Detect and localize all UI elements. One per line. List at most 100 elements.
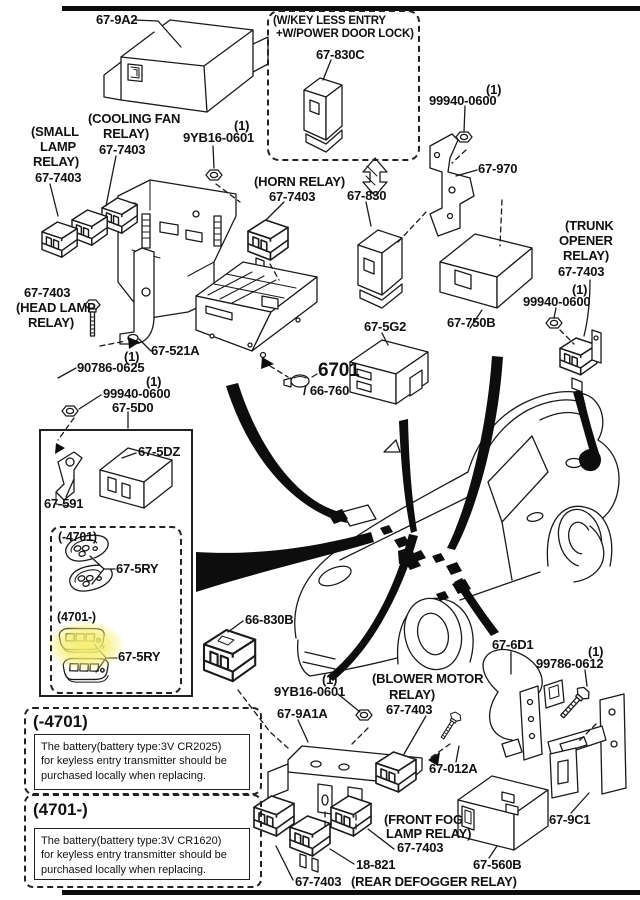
label-horn-relay: (HORN RELAY) [254,174,346,189]
label-9yb16-0601-a: 9YB16-0601 [183,130,254,145]
label-small-lamp-pn: 67-7403 [35,170,82,185]
label-18-821: 18-821 [356,857,396,872]
label-blower-1: (BLOWER MOTOR [372,671,484,686]
label-qty-9yb16-a: (1) [234,118,250,133]
keyfob-variants-box [50,526,182,694]
label-67-5DZ: 67-5DZ [138,444,181,459]
label-67-5G2: 67-5G2 [364,319,407,334]
label-cooling-pn: 67-7403 [99,142,146,157]
label-67-521A: 67-521A [151,343,200,358]
label-67-560B: 67-560B [473,857,522,872]
part-drawing-67-560B [457,775,549,851]
part-drawing-front-fog-relay [330,795,372,837]
note-inner-late [34,828,250,880]
leader-lines [49,19,591,881]
label-67-591: 67-591 [44,496,84,511]
label-67-5RY-a: 67-5RY [116,561,159,576]
label-blower-pn: 67-7403 [386,702,433,717]
part-drawing-67-9C1 [547,693,627,799]
part-drawing-67-5DZ [99,447,173,509]
label-66-830B: 66-830B [245,612,294,627]
part-drawing-67-970 [429,133,475,237]
label-6701: 6701 [318,360,360,381]
part-drawing-fuse-box [195,261,318,359]
label-qty-99940-a: (1) [486,82,502,97]
part-drawing-66-830B [202,628,257,683]
part-drawing-67-5G2 [349,339,429,405]
part-drawing-67-591 [55,451,83,507]
label-trunk-3: RELAY) [563,248,609,263]
box-67-5D0 [39,429,193,697]
label-range-late-fob: (4701-) [57,610,96,624]
label-67-6D1: 67-6D1 [492,637,534,652]
label-fog-pn: 67-7403 [397,840,444,855]
part-drawing-67-6D1 [482,648,565,761]
label-range-early-fob: (-4701) [58,530,97,544]
note-range-early: (-4701) [33,712,88,731]
label-defog: (REAR DEFOGGER RELAY) [351,874,517,889]
label-67-9C1: 67-9C1 [549,812,591,827]
label-67-9A2: 67-9A2 [96,12,138,27]
label-qty-99786: (1) [588,644,604,659]
label-small-lamp-1: (SMALL [31,124,79,139]
label-trunk-1: (TRUNK [565,218,614,233]
label-small-lamp-2: LAMP [40,139,77,154]
part-drawing-18-821-relay [289,815,331,873]
label-99940-0600-a: 99940-0600 [429,93,497,108]
label-66-760: / 66-760 [303,383,350,398]
part-drawing-67-830C [303,77,343,153]
label-headlamp-pn: 67-7403 [24,285,71,300]
label-qty-90786: (1) [124,349,140,364]
label-qty-9yb16-b: (1) [322,672,338,687]
label-headlamp-2: RELAY) [28,315,74,330]
bulb-icon [283,374,310,388]
label-qty-99940-b: (1) [572,282,588,297]
note-box-late [24,794,262,888]
label-keyless-1: (W/KEY LESS ENTRY [273,15,386,27]
label-small-lamp-3: RELAY) [33,154,79,169]
note-text-late: The battery(battery type:3V CR1620) for … [41,835,227,876]
label-67-830C: 67-830C [316,47,365,62]
part-drawing-67-521A [119,213,222,345]
label-90786-0625: 90786-0625 [77,360,145,375]
label-keyless-2: +W/POWER DOOR LOCK) [276,28,414,40]
label-67-5RY-b: 67-5RY [118,649,161,664]
label-67-970: 67-970 [478,161,518,176]
label-67-012A: 67-012A [429,761,478,776]
part-drawing-trunk-relay [559,329,602,393]
top-rule [62,6,640,11]
install-direction-arrow [362,157,388,197]
keyless-entry-option-box [267,10,420,161]
label-trunk-pn: 67-7403 [558,264,605,279]
component-location-markers [328,449,602,601]
bottom-rule [62,890,640,895]
note-inner-early [34,734,250,790]
note-range-late: (4701-) [33,800,88,819]
label-blower-2: RELAY) [389,687,435,702]
label-99786-0612: 99786-0612 [536,656,604,671]
small-arrowheads [55,337,440,766]
label-67-830: 67-830 [347,188,387,203]
label-headlamp-1: (HEAD LAMP [16,300,96,315]
label-9yb16-0601-b: 9YB16-0601 [274,684,345,699]
label-cooling-2: RELAY) [103,126,149,141]
label-defog-pn: 67-7403 [295,874,342,889]
label-67-9A1A: 67-9A1A [277,706,328,721]
label-99940-0600-b: 99940-0600 [523,294,591,309]
label-fog-2: LAMP RELAY) [386,826,472,841]
part-drawing-horn-relay [247,219,289,271]
label-horn-pn: 67-7403 [269,189,316,204]
label-cooling-1: (COOLING FAN [88,111,181,126]
part-drawing-67-750B [439,233,533,309]
label-67-750B: 67-750B [447,315,496,330]
part-drawing-67-830 [357,229,403,309]
highlight-glow [46,620,126,672]
assembly-dash-lines [57,149,597,832]
label-trunk-2: OPENER [559,233,613,248]
label-99940-0600-c: 99940-0600 [103,386,171,401]
note-text-early: The battery(battery type:3V CR2025) for … [41,741,227,782]
label-67-5D0: 67-5D0 [112,400,154,415]
pointer-arrows [196,356,599,681]
